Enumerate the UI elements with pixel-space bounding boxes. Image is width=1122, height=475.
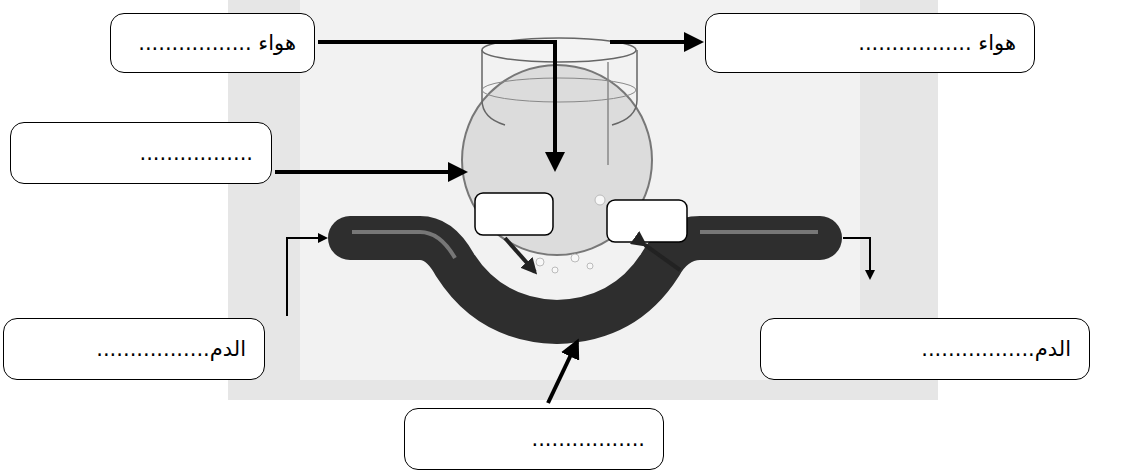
blood-out-arrow xyxy=(843,238,870,278)
label-text: ................. xyxy=(140,141,253,165)
gas-arrow xyxy=(645,245,680,270)
label-text: ................. xyxy=(532,427,645,451)
label-text: الدم................. xyxy=(921,337,1071,361)
answer-label-box: هواء ................. xyxy=(705,13,1035,73)
label-text: الدم................. xyxy=(96,337,246,361)
answer-label-box: هواء ................. xyxy=(110,13,315,73)
answer-box xyxy=(607,200,687,242)
answer-label-box: الدم................. xyxy=(760,318,1090,380)
exhale-stroke xyxy=(607,62,609,165)
inhaled-air-leader xyxy=(318,42,555,168)
capillary-shine xyxy=(352,232,455,258)
answer-box xyxy=(475,193,553,235)
tube-ring xyxy=(482,78,636,102)
alveolus-leader xyxy=(275,170,464,174)
exhaled-air-leader xyxy=(610,40,700,44)
gas-arrow xyxy=(505,238,535,272)
answer-label-box: ................. xyxy=(404,408,664,470)
capillary-shine xyxy=(700,230,818,234)
label-text: هواء ................. xyxy=(138,31,296,55)
capillary xyxy=(350,238,820,322)
blood-in-arrow xyxy=(287,238,326,316)
answer-label-box: الدم................. xyxy=(3,318,265,380)
capillary-leader xyxy=(548,342,577,403)
label-text: هواء ................. xyxy=(858,31,1016,55)
answer-label-box: ................. xyxy=(10,122,272,184)
